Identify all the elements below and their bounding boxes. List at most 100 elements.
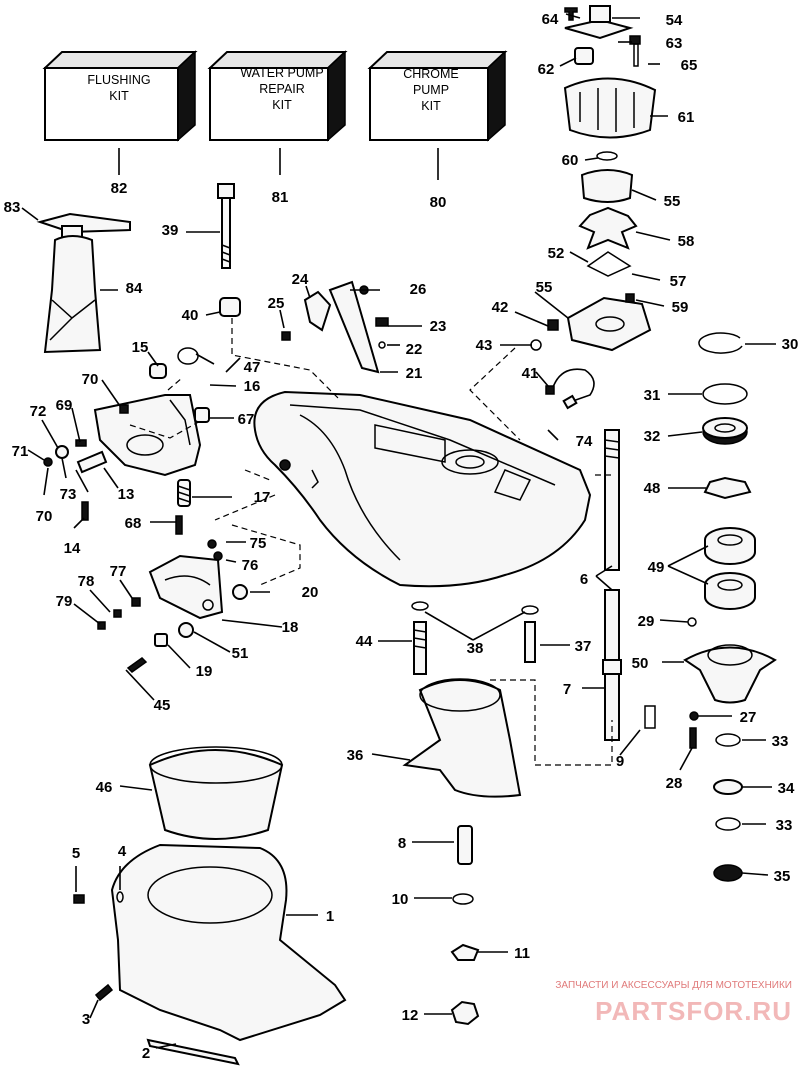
label-26: 26 [410, 281, 427, 298]
label-30: 30 [782, 336, 799, 353]
label-67: 67 [238, 411, 255, 428]
label-13: 13 [118, 486, 135, 503]
bracket-18-part [97, 539, 248, 673]
water-pump-kit-line1: WATER PUMP [240, 66, 323, 80]
label-1: 1 [326, 908, 334, 925]
label-72: 72 [30, 403, 47, 420]
watermark-tagline: ЗАПЧАСТИ И АКСЕССУАРЫ ДЛЯ МОТОТЕХНИКИ [555, 980, 792, 991]
label-35: 35 [774, 868, 791, 885]
label-36: 36 [347, 747, 364, 764]
label-10: 10 [392, 891, 409, 908]
label-33a: 33 [772, 733, 789, 750]
label-76: 76 [242, 557, 259, 574]
label-24: 24 [292, 271, 309, 288]
label-2: 2 [142, 1045, 150, 1062]
label-5: 5 [72, 845, 80, 862]
label-29: 29 [638, 613, 655, 630]
label-17: 17 [254, 489, 271, 506]
label-11: 11 [514, 945, 530, 962]
chrome-pump-kit-line1: CHROME [403, 67, 459, 81]
label-37: 37 [575, 638, 592, 655]
part-number-labels: 82 81 80 83 84 39 40 24 25 26 23 22 21 4… [4, 11, 799, 1062]
label-61: 61 [678, 109, 695, 126]
label-65: 65 [681, 57, 698, 74]
hose-41-part [545, 368, 595, 410]
label-27: 27 [740, 709, 757, 726]
label-20: 20 [302, 584, 319, 601]
label-44: 44 [356, 633, 373, 650]
label-83: 83 [4, 199, 21, 216]
chrome-pump-kit-line3: KIT [421, 99, 441, 113]
label-69: 69 [56, 397, 73, 414]
label-23: 23 [430, 318, 447, 335]
label-71: 71 [12, 443, 29, 460]
label-70b: 70 [36, 508, 53, 525]
label-31: 31 [644, 387, 661, 404]
label-12: 12 [402, 1007, 419, 1024]
label-14: 14 [64, 540, 81, 557]
chrome-pump-kit-line2: PUMP [413, 83, 449, 97]
label-43: 43 [476, 337, 493, 354]
label-18: 18 [282, 619, 299, 636]
label-77: 77 [110, 563, 127, 580]
label-81: 81 [272, 189, 289, 206]
label-73: 73 [60, 486, 77, 503]
bolt-39-part [217, 183, 235, 269]
label-21: 21 [406, 365, 423, 382]
jet-pump-housing [253, 390, 592, 588]
label-48: 48 [644, 480, 661, 497]
nozzle-and-intake [73, 746, 347, 1066]
spacer-40-part [219, 297, 241, 317]
driveshaft-parts [602, 429, 656, 741]
flushing-kit-line2: KIT [109, 89, 129, 103]
label-34: 34 [778, 780, 795, 797]
water-pump-repair-kit-box: WATER PUMP REPAIR KIT [207, 50, 348, 142]
label-8: 8 [398, 835, 406, 852]
bottom-small-parts [450, 825, 480, 1026]
watermark: ЗАПЧАСТИ И АКСЕССУАРЫ ДЛЯ МОТОТЕХНИКИ PA… [555, 980, 792, 1026]
leader-lines [21, 13, 776, 1049]
label-25: 25 [268, 295, 285, 312]
seals-and-bearings [683, 332, 777, 882]
flushing-kit-line1: FLUSHING [87, 73, 150, 87]
label-63: 63 [666, 35, 683, 52]
label-50: 50 [632, 655, 649, 672]
label-54: 54 [666, 12, 683, 29]
label-7: 7 [563, 681, 571, 698]
label-49: 49 [648, 559, 665, 576]
label-82: 82 [111, 180, 128, 197]
label-47: 47 [244, 359, 261, 376]
flushing-attachment-part [36, 212, 131, 354]
label-22: 22 [406, 341, 423, 358]
assembly-guide-lines [129, 318, 613, 766]
label-39: 39 [162, 222, 179, 239]
label-9: 9 [616, 753, 624, 770]
label-42: 42 [492, 299, 509, 316]
watermark-logo: PARTSFOR.RU [595, 996, 792, 1026]
label-80: 80 [430, 194, 447, 211]
label-79: 79 [56, 593, 73, 610]
label-4: 4 [118, 843, 127, 860]
label-46: 46 [96, 779, 113, 796]
steering-bracket-assembly [43, 347, 210, 535]
label-45: 45 [154, 697, 171, 714]
label-55b: 55 [664, 193, 681, 210]
water-pump-kit-line2: REPAIR [259, 82, 305, 96]
chrome-pump-kit-box: CHROME PUMP KIT [367, 50, 508, 142]
label-59: 59 [672, 299, 689, 316]
label-68: 68 [125, 515, 142, 532]
label-84: 84 [126, 280, 143, 297]
label-58: 58 [678, 233, 695, 250]
studs-and-impeller [402, 601, 539, 798]
label-75: 75 [250, 535, 267, 552]
fasteners-upper-middle [281, 280, 559, 374]
water-pump-parts [563, 5, 657, 352]
label-32: 32 [644, 428, 661, 445]
label-78: 78 [78, 573, 95, 590]
label-3: 3 [82, 1011, 90, 1028]
label-60: 60 [562, 152, 579, 169]
label-38: 38 [467, 640, 484, 657]
label-55a: 55 [536, 279, 553, 296]
